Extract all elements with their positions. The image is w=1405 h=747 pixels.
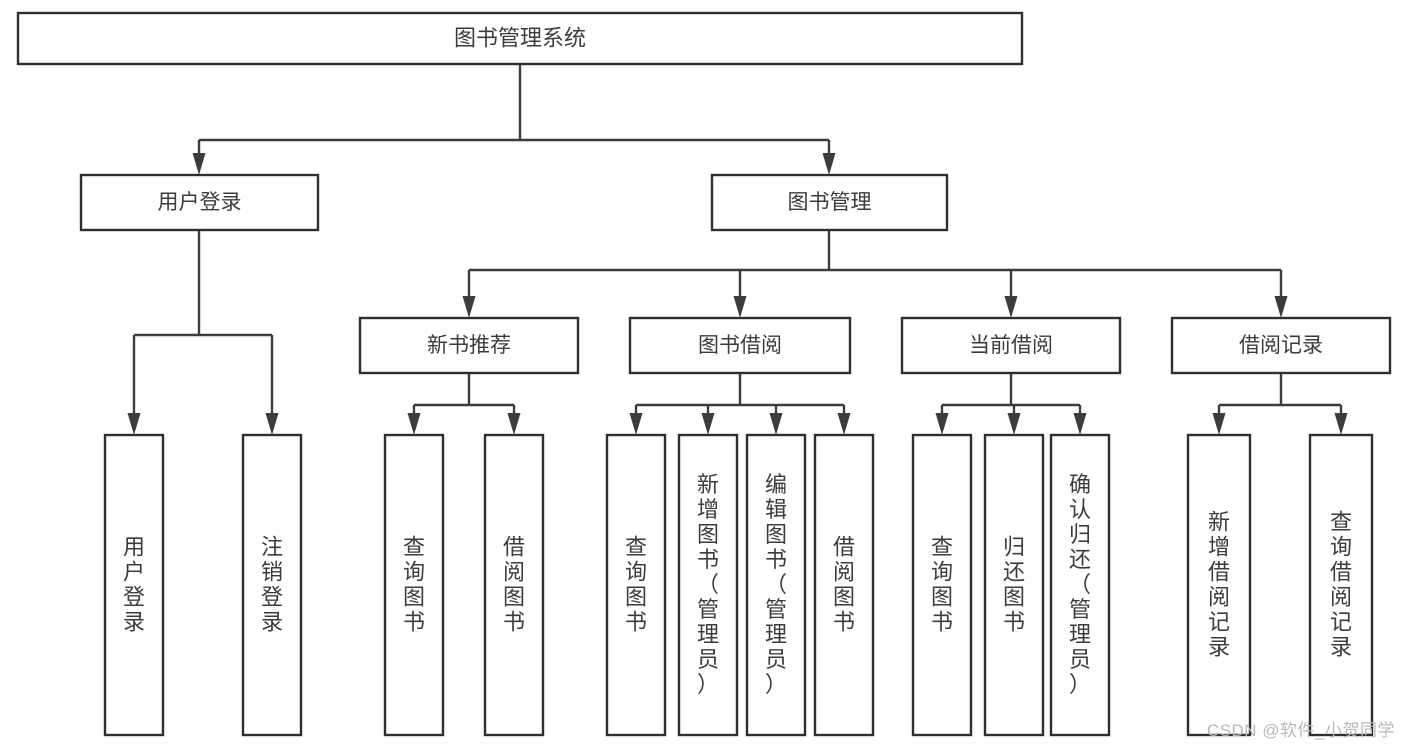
node-box	[1308, 433, 1374, 737]
node-label: 图书借阅	[698, 334, 782, 357]
node-root-图书管理系统[interactable]: 图书管理系统	[16, 11, 1024, 66]
node-label: 借阅图书	[503, 535, 525, 635]
arrowhead-icon	[462, 296, 476, 318]
node-leaf-查询图书[interactable]: 查询图书	[383, 433, 445, 737]
node-label: 归还图书	[1003, 535, 1025, 635]
node-label: 确认归还（管理员）	[1069, 472, 1091, 697]
node-leaf-新增图书管理员[interactable]: 新增图书（管理员）	[677, 433, 739, 737]
node-leaf-查询图书[interactable]: 查询图书	[911, 433, 973, 737]
node-leaf-新增借阅记录[interactable]: 新增借阅记录	[1186, 433, 1252, 737]
arrowhead-icon	[629, 413, 643, 435]
node-box	[745, 433, 807, 737]
node-label: 查询图书	[625, 535, 647, 635]
node-label: 用户登录	[158, 191, 242, 214]
arrowhead-icon	[1212, 413, 1226, 435]
node-label: 新增借阅记录	[1208, 510, 1230, 660]
connector-root_to_level1	[192, 64, 836, 175]
arrowhead-icon	[127, 413, 141, 435]
node-leaf-归还图书[interactable]: 归还图书	[983, 433, 1045, 737]
arrowhead-icon	[935, 413, 949, 435]
node-level2-当前借阅[interactable]: 当前借阅	[900, 316, 1122, 375]
node-box	[358, 316, 580, 375]
node-label: 注销登录	[261, 535, 283, 635]
arrowhead-icon	[1334, 413, 1348, 435]
watermark-text: CSDN @软件_小贺同学	[1206, 721, 1395, 740]
arrowhead-icon	[1073, 413, 1087, 435]
node-leaf-查询图书[interactable]: 查询图书	[605, 433, 667, 737]
node-leaf-用户登录[interactable]: 用户登录	[103, 433, 165, 737]
node-label: 新增图书（管理员）	[697, 472, 719, 697]
node-layer: 图书管理系统用户登录图书管理新书推荐图书借阅当前借阅借阅记录用户登录注销登录查询…	[16, 11, 1392, 737]
node-leaf-注销登录[interactable]: 注销登录	[241, 433, 303, 737]
node-box	[813, 433, 875, 737]
connector-borrow_fanout	[629, 373, 851, 435]
node-label: 用户登录	[123, 535, 145, 635]
arrowhead-icon	[507, 413, 521, 435]
connector-record_fanout	[1212, 373, 1348, 435]
arrowhead-icon	[701, 413, 715, 435]
arrowhead-icon	[265, 413, 279, 435]
node-box	[605, 433, 667, 737]
node-box	[1170, 316, 1392, 375]
arrowhead-icon	[1004, 296, 1018, 318]
node-box	[1186, 433, 1252, 737]
node-box	[983, 433, 1045, 737]
node-level2-借阅记录[interactable]: 借阅记录	[1170, 316, 1392, 375]
node-level2-新书推荐[interactable]: 新书推荐	[358, 316, 580, 375]
connector-book_manage_fanout	[462, 230, 1288, 318]
node-box	[383, 433, 445, 737]
node-label: 借阅图书	[833, 535, 855, 635]
arrowhead-icon	[822, 153, 836, 175]
node-box	[16, 11, 1024, 66]
node-box	[483, 433, 545, 737]
node-label: 查询图书	[403, 535, 425, 635]
arrowhead-icon	[192, 153, 206, 175]
arrowhead-icon	[1007, 413, 1021, 435]
node-leaf-确认归还管理员[interactable]: 确认归还（管理员）	[1049, 433, 1111, 737]
node-level1-图书管理[interactable]: 图书管理	[710, 173, 949, 232]
node-label: 图书管理系统	[454, 25, 586, 50]
arrowhead-icon	[1274, 296, 1288, 318]
arrowhead-icon	[769, 413, 783, 435]
node-label: 查询图书	[931, 535, 953, 635]
node-label: 图书管理	[788, 191, 872, 214]
node-level2-图书借阅[interactable]: 图书借阅	[628, 316, 852, 375]
node-box	[911, 433, 973, 737]
connector-layer	[127, 64, 1348, 435]
node-label: 查询借阅记录	[1330, 510, 1352, 660]
node-label: 新书推荐	[427, 334, 511, 357]
connector-current_fanout	[935, 373, 1087, 435]
node-leaf-查询借阅记录[interactable]: 查询借阅记录	[1308, 433, 1374, 737]
node-box	[900, 316, 1122, 375]
node-label: 借阅记录	[1239, 334, 1323, 357]
node-label: 当前借阅	[969, 334, 1053, 357]
node-box	[677, 433, 739, 737]
node-level1-用户登录[interactable]: 用户登录	[79, 173, 320, 232]
node-box	[103, 433, 165, 737]
node-leaf-借阅图书[interactable]: 借阅图书	[483, 433, 545, 737]
node-box	[710, 173, 949, 232]
node-box	[628, 316, 852, 375]
arrowhead-icon	[733, 296, 747, 318]
connector-user_login_fanout	[127, 230, 279, 435]
node-box	[241, 433, 303, 737]
node-box	[79, 173, 320, 232]
node-leaf-借阅图书[interactable]: 借阅图书	[813, 433, 875, 737]
node-leaf-编辑图书管理员[interactable]: 编辑图书（管理员）	[745, 433, 807, 737]
connector-new_book_fanout	[407, 373, 521, 435]
node-box	[1049, 433, 1111, 737]
node-label: 编辑图书（管理员）	[765, 472, 787, 697]
arrowhead-icon	[407, 413, 421, 435]
arrowhead-icon	[837, 413, 851, 435]
